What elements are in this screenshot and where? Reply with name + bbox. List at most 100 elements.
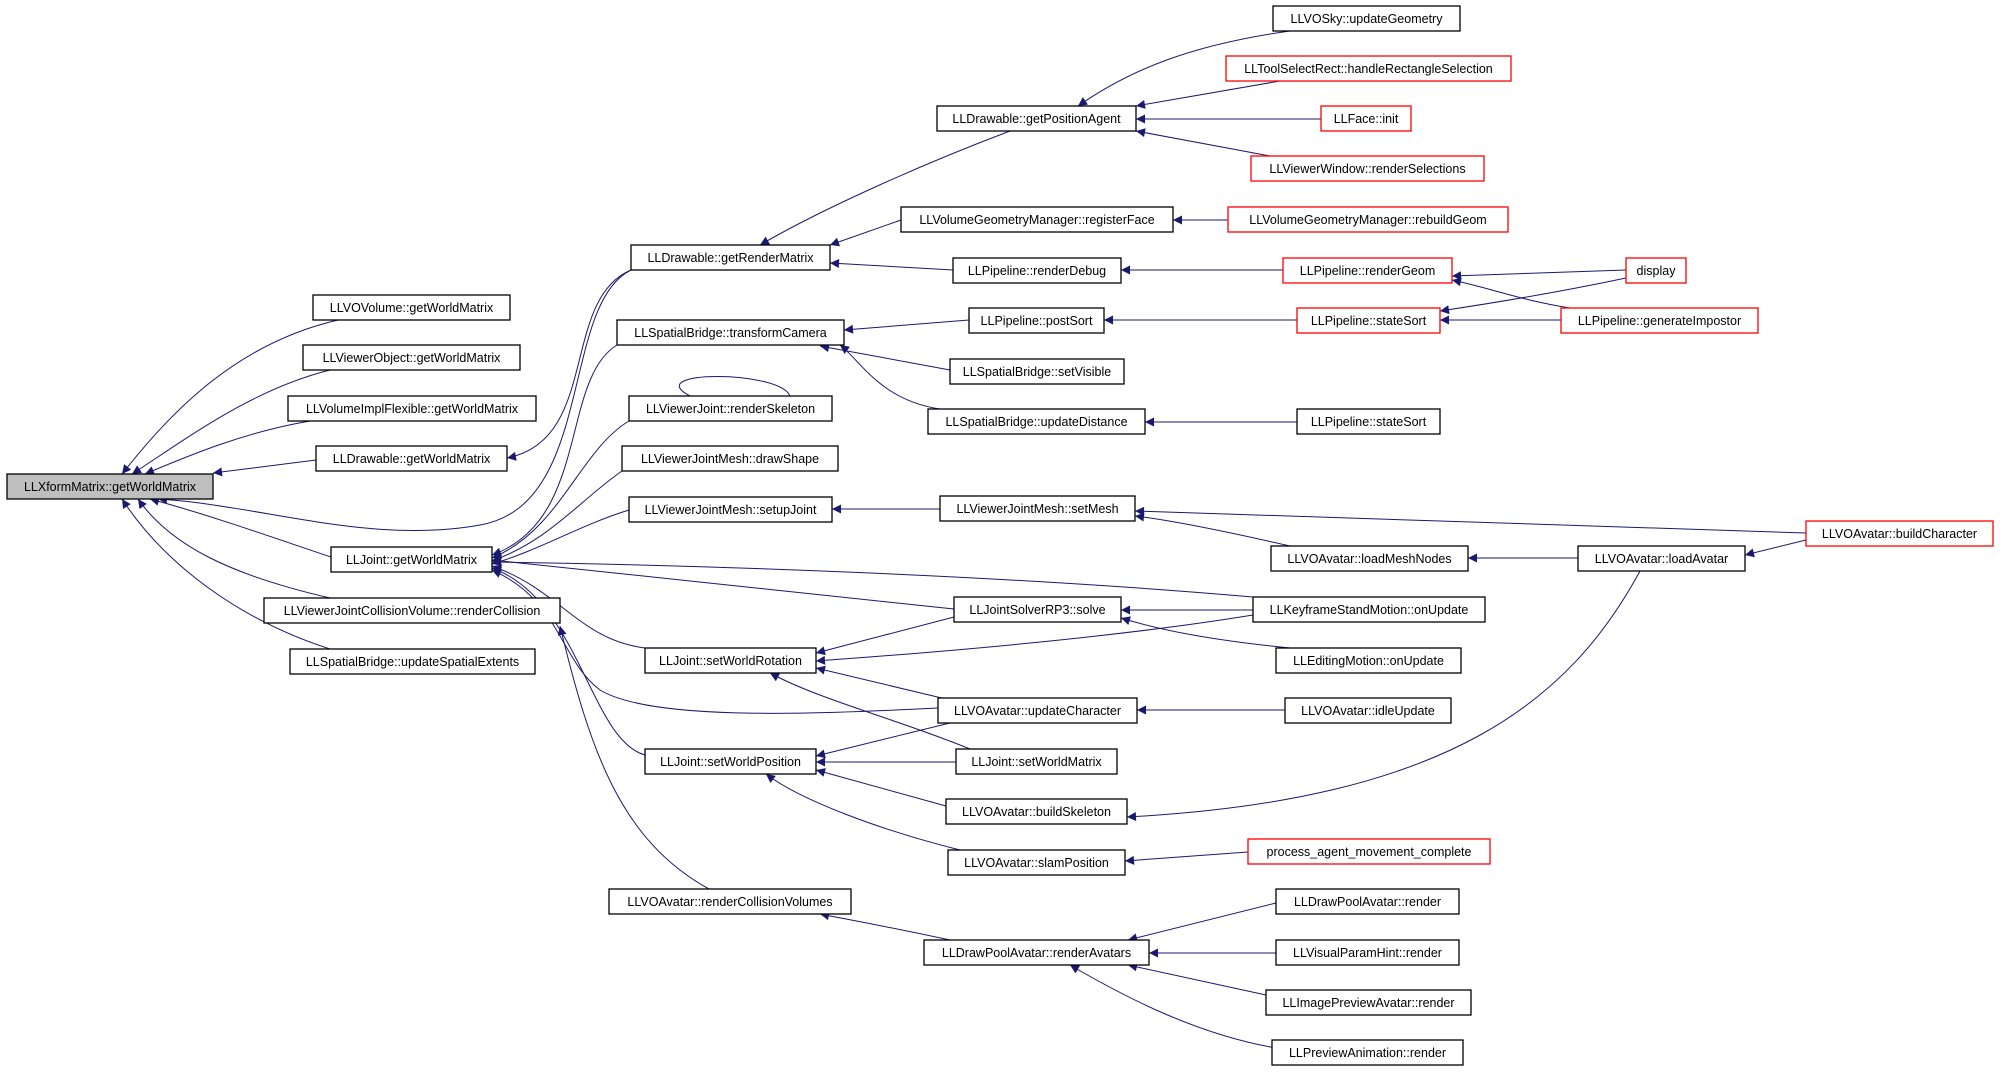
node-joint_swp[interactable]: LLJoint::setWorldPosition [644, 748, 817, 775]
node-draw_grm[interactable]: LLDrawable::getRenderMatrix [630, 244, 831, 271]
node-voa_bs[interactable]: LLVOAvatar::buildSkeleton [945, 798, 1128, 825]
node-ipa_r[interactable]: LLImagePreviewAvatar::render [1265, 989, 1472, 1016]
node-box [1560, 307, 1759, 334]
edge-vgm_rf-to-draw_grm [829, 219, 902, 247]
node-box [1272, 5, 1461, 32]
node-box [644, 748, 817, 775]
node-joint_gwm[interactable]: LLJoint::getWorldMatrix [330, 546, 493, 573]
node-vj_rs[interactable]: LLViewerJoint::renderSkeleton [628, 395, 833, 422]
node-vgm_rf[interactable]: LLVolumeGeometryManager::registerFace [900, 206, 1174, 233]
node-box [1265, 989, 1472, 1016]
node-pamc[interactable]: process_agent_movement_complete [1247, 838, 1491, 865]
node-vjm_sj[interactable]: LLViewerJointMesh::setupJoint [628, 496, 833, 523]
node-jsrp3_s[interactable]: LLJointSolverRP3::solve [953, 596, 1122, 623]
edge-vj_rs-to-vj_rs [678, 376, 791, 397]
node-label: LLVOVolume::getWorldMatrix [330, 301, 494, 315]
node-pipe_ss[interactable]: LLPipeline::stateSort [1296, 307, 1441, 334]
edge-sb_sv-to-sb_tc [819, 343, 951, 371]
node-label: LLJointSolverRP3::solve [969, 603, 1105, 617]
node-box [628, 496, 833, 523]
node-box [1250, 155, 1485, 182]
node-label: LLVOAvatar::buildSkeleton [962, 805, 1111, 819]
node-label: LLVisualParamHint::render [1293, 946, 1442, 960]
node-label: LLPipeline::postSort [981, 314, 1093, 328]
node-label: LLDrawPoolAvatar::render [1294, 895, 1441, 909]
node-label: LLVOAvatar::loadAvatar [1595, 552, 1728, 566]
node-box [955, 748, 1118, 775]
node-voa_iu[interactable]: LLVOAvatar::idleUpdate [1284, 697, 1452, 724]
edge-tsr_hrs-to-draw_gpa [1135, 80, 1281, 109]
edge-sb_ud-to-sb_tc [839, 344, 941, 410]
node-label: display [1637, 264, 1677, 278]
edge-ipa_r-to-dpa_ra [1127, 962, 1267, 996]
node-vgm_rg[interactable]: LLVolumeGeometryManager::rebuildGeom [1227, 206, 1509, 233]
node-pipe_rd[interactable]: LLPipeline::renderDebug [952, 257, 1122, 284]
node-sb_sv[interactable]: LLSpatialBridge::setVisible [949, 358, 1125, 385]
node-sb_tc[interactable]: LLSpatialBridge::transformCamera [616, 319, 845, 346]
node-vph_r[interactable]: LLVisualParamHint::render [1275, 939, 1460, 966]
node-vjm_ds[interactable]: LLViewerJointMesh::drawShape [621, 445, 839, 472]
node-box [315, 445, 508, 472]
node-joint_swr[interactable]: LLJoint::setWorldRotation [644, 647, 817, 674]
node-label: LLVOAvatar::renderCollisionVolumes [627, 895, 832, 909]
node-voa_la[interactable]: LLVOAvatar::loadAvatar [1577, 545, 1746, 572]
node-sb_use[interactable]: LLSpatialBridge::updateSpatialExtents [289, 648, 536, 675]
node-draw_gpa[interactable]: LLDrawable::getPositionAgent [936, 105, 1137, 132]
node-label: LLViewerJointMesh::setupJoint [645, 503, 817, 517]
node-label: LLXformMatrix::getWorldMatrix [24, 480, 197, 494]
node-label: LLPreviewAnimation::render [1289, 1046, 1446, 1060]
node-vobj_gwm[interactable]: LLViewerObject::getWorldMatrix [302, 344, 521, 371]
node-vosky_ug[interactable]: LLVOSky::updateGeometry [1272, 5, 1461, 32]
node-display[interactable]: display [1625, 257, 1687, 284]
edge-joint_swm-to-joint_swr [769, 672, 971, 750]
node-em_ou[interactable]: LLEditingMotion::onUpdate [1275, 647, 1462, 674]
node-vif_gwm[interactable]: LLVolumeImplFlexible::getWorldMatrix [287, 395, 537, 422]
node-sb_ud[interactable]: LLSpatialBridge::updateDistance [927, 408, 1146, 435]
node-root[interactable]: LLXformMatrix::getWorldMatrix [6, 473, 214, 500]
node-box [1805, 520, 1994, 547]
node-voa_lmn[interactable]: LLVOAvatar::loadMeshNodes [1270, 545, 1469, 572]
node-box [1252, 596, 1486, 623]
node-vovol_gwm[interactable]: LLVOVolume::getWorldMatrix [312, 294, 511, 321]
edge-joint_swr-to-joint_gwm [491, 564, 646, 649]
edge-voa_uc-to-joint_swr [815, 665, 951, 701]
node-label: LLViewerObject::getWorldMatrix [323, 351, 502, 365]
node-label: LLVOAvatar::buildCharacter [1822, 527, 1977, 541]
node-dpav_r[interactable]: LLDrawPoolAvatar::render [1275, 888, 1460, 915]
edge-voa_bc-to-voa_la [1744, 539, 1807, 558]
node-box [621, 445, 839, 472]
node-voa_bc[interactable]: LLVOAvatar::buildCharacter [1805, 520, 1994, 547]
node-label: LLDrawable::getPositionAgent [952, 112, 1121, 126]
node-pipe_ss2[interactable]: LLPipeline::stateSort [1296, 408, 1441, 435]
node-joint_swm[interactable]: LLJoint::setWorldMatrix [955, 748, 1118, 775]
edge-joint_gwm-to-root [149, 496, 332, 558]
node-label: LLFace::init [1334, 112, 1399, 126]
node-ksm_ou[interactable]: LLKeyframeStandMotion::onUpdate [1252, 596, 1486, 623]
node-voa_sp[interactable]: LLVOAvatar::slamPosition [947, 849, 1126, 876]
node-draw_gwm[interactable]: LLDrawable::getWorldMatrix [315, 445, 508, 472]
edge-dpav_r-to-dpa_ra [1127, 902, 1277, 943]
node-voa_rcv[interactable]: LLVOAvatar::renderCollisionVolumes [608, 888, 852, 915]
node-box [616, 319, 845, 346]
edge-voa_uc-to-joint_gwm [491, 569, 939, 714]
node-box [968, 307, 1105, 334]
edge-voa_uc-to-joint_swp [815, 722, 951, 759]
edge-sb_tc-to-joint_gwm [491, 344, 618, 557]
node-pipe_rg[interactable]: LLPipeline::renderGeom [1282, 257, 1453, 284]
node-vjm_sm[interactable]: LLViewerJointMesh::setMesh [939, 495, 1136, 522]
node-pipe_gi[interactable]: LLPipeline::generateImpostor [1560, 307, 1759, 334]
node-box [1577, 545, 1746, 572]
node-pipe_ps[interactable]: LLPipeline::postSort [968, 307, 1105, 334]
node-label: LLViewerJointMesh::setMesh [956, 502, 1118, 516]
edge-pipe_rd-to-draw_grm [829, 259, 954, 271]
node-vw_rs[interactable]: LLViewerWindow::renderSelections [1250, 155, 1485, 182]
node-tsr_hrs[interactable]: LLToolSelectRect::handleRectangleSelecti… [1225, 55, 1512, 82]
node-box [1282, 257, 1453, 284]
node-voa_uc[interactable]: LLVOAvatar::updateCharacter [937, 697, 1138, 724]
node-dpa_ra[interactable]: LLDrawPoolAvatar::renderAvatars [923, 939, 1150, 966]
node-pa_r[interactable]: LLPreviewAnimation::render [1271, 1039, 1464, 1066]
edge-voa_lmn-to-vjm_sm [1134, 512, 1291, 547]
node-box [1296, 408, 1441, 435]
node-face_init[interactable]: LLFace::init [1320, 105, 1412, 132]
node-vjcv_rc[interactable]: LLViewerJointCollisionVolume::renderColl… [263, 597, 561, 624]
